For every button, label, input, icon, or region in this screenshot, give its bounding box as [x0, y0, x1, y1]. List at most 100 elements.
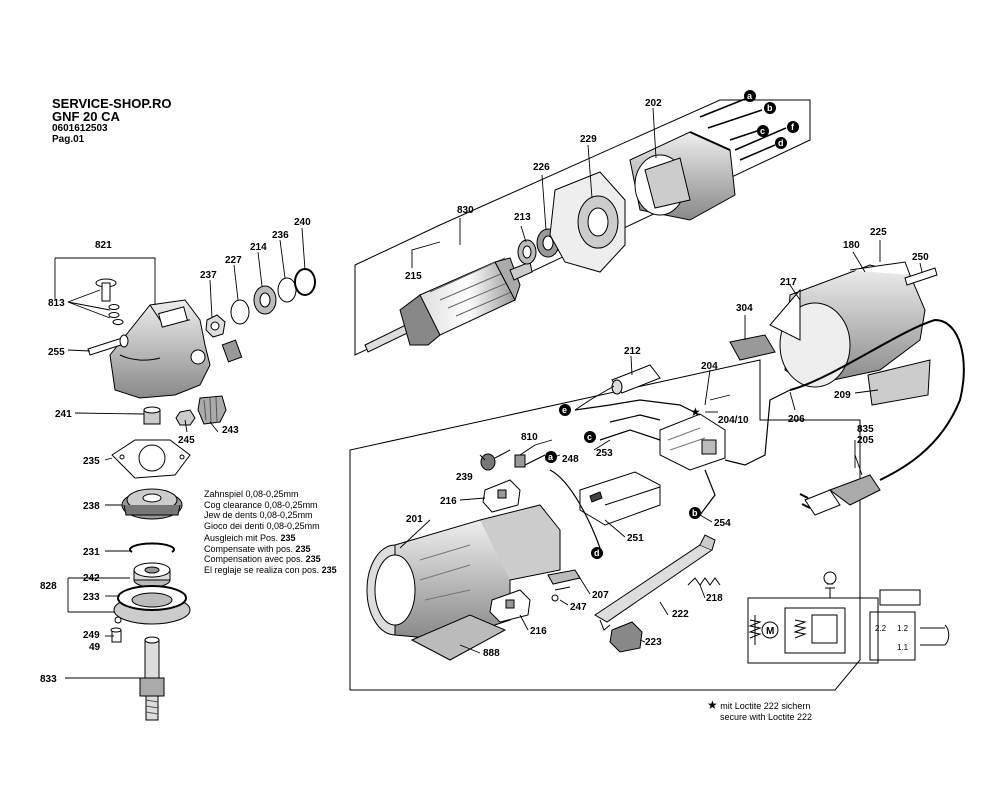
callout-888: 888 [483, 648, 500, 659]
marker-c: c [760, 126, 765, 136]
callout-250: 250 [912, 252, 929, 263]
motor-housing-201 [366, 504, 561, 641]
callout-833: 833 [40, 674, 57, 685]
needle-bearing [221, 339, 243, 363]
compensation-text: El reglaje se realiza con pos. [204, 564, 322, 575]
brush-holder-216-bottom [489, 589, 531, 623]
callout-248: 248 [562, 454, 579, 465]
callout-835: 835 [857, 424, 874, 435]
lower-frame [349, 359, 861, 691]
compensation-line: Compensation avec pos. 235 [204, 554, 337, 565]
marker-c2: c [587, 432, 592, 442]
cable-810 [514, 444, 536, 468]
marker-d: d [778, 138, 784, 148]
power-cord [789, 318, 965, 516]
clearance-line: Jew de dents 0,08-0,25mm [204, 510, 313, 520]
brush-holder-216-top [482, 479, 521, 513]
marker-d2: d [594, 548, 600, 558]
callout-251: 251 [627, 533, 644, 544]
wiring [524, 389, 791, 549]
callout-813: 813 [48, 298, 65, 309]
knob-223 [609, 621, 643, 653]
compensation-text: Compensate with pos. [204, 543, 296, 554]
schematic-label-12: 1.2 [897, 624, 909, 633]
callout-821: 821 [95, 240, 112, 251]
plate-235 [111, 439, 191, 479]
callout-243: 243 [222, 425, 239, 436]
switch-204 [659, 413, 726, 471]
cover-225 [769, 261, 926, 388]
callout-810: 810 [521, 432, 538, 443]
part-number: 0601612503 [52, 123, 108, 134]
callout-225: 225 [870, 227, 887, 238]
loctite-line: secure with Loctite 222 [720, 711, 813, 722]
callout-207: 207 [592, 590, 609, 601]
bevel-gear-238 [121, 488, 183, 520]
screw-813 [95, 278, 124, 325]
loctite-line: ★ mit Loctite 222 sichern [707, 698, 812, 712]
stator-202 [629, 131, 736, 221]
star-icon: ★ [707, 698, 718, 712]
compensation-line: Compensate with pos. 235 [204, 544, 337, 555]
marker-b2: b [692, 508, 698, 518]
callout-237: 237 [200, 270, 217, 281]
compensation-pos: 235 [321, 564, 337, 575]
loctite-note: ★ mit Loctite 222 sichern secure with Lo… [707, 698, 813, 722]
callout-223: 223 [645, 637, 662, 648]
callout-209: 209 [834, 390, 851, 401]
spindle-833 [139, 636, 165, 721]
bearing-213 [517, 239, 537, 265]
armature-215 [364, 257, 533, 353]
callout-217: 217 [780, 277, 797, 288]
sticker-209 [867, 359, 931, 406]
slide-switch-222 [594, 534, 716, 631]
wiring-schematic [747, 571, 950, 664]
marker-a2: a [548, 452, 554, 462]
clearance-line: Zahnspiel 0,08-0,25mm [204, 489, 299, 499]
clearance-line: Gioco dei denti 0,08-0,25mm [204, 520, 320, 531]
callout-304: 304 [736, 303, 753, 314]
callout-205: 205 [857, 435, 874, 446]
callout-253: 253 [596, 448, 613, 459]
callout-235: 235 [83, 456, 100, 467]
spring-218 [687, 577, 721, 586]
callout-202: 202 [645, 98, 662, 109]
leader-lines [54, 107, 923, 679]
callout-240: 240 [294, 217, 311, 228]
callout-828: 828 [40, 581, 57, 592]
callout-212: 212 [624, 346, 641, 357]
shop-name: SERVICE-SHOP.RO [52, 96, 172, 111]
callout-201: 201 [406, 514, 423, 525]
motor-symbol: M [766, 626, 774, 637]
callout-227: 227 [225, 255, 242, 266]
page-number: Pag.01 [52, 134, 85, 145]
callout-216b: 216 [530, 626, 547, 637]
capacitor-212 [574, 364, 661, 411]
bearing-set [230, 268, 316, 325]
gear-head-housing [109, 299, 211, 399]
callout-215: 215 [405, 271, 422, 282]
circlip-231 [129, 542, 175, 553]
callout-222: 222 [672, 609, 689, 620]
callout-255: 255 [48, 347, 65, 358]
compensation-line: Ausgleich mit Pos. 235 [204, 533, 337, 544]
housing-229 [549, 171, 626, 273]
callout-214: 214 [250, 242, 267, 253]
star-icon: ★ [690, 405, 701, 419]
callout-204: 204 [701, 361, 718, 372]
callout-239: 239 [456, 472, 473, 483]
compensation-line: El reglaje se realiza con pos. 235 [204, 565, 337, 576]
callout-226: 226 [533, 162, 550, 173]
coil-239 [480, 449, 511, 471]
callout-233: 233 [83, 592, 100, 603]
marker-e: e [562, 405, 567, 415]
wire-markers: a b c f d a e c d b [545, 90, 799, 559]
switch-box-251 [579, 471, 661, 526]
callout-180: 180 [843, 240, 860, 251]
compensation-text: Compensation avec pos. [204, 554, 306, 564]
screw-249 [110, 627, 122, 643]
clearance-line: Cog clearance 0,08-0,25mm [204, 499, 318, 510]
callout-242: 242 [83, 573, 100, 584]
callout-numbers: 821 813 255 237 227 214 236 240 241 245 … [40, 98, 929, 685]
